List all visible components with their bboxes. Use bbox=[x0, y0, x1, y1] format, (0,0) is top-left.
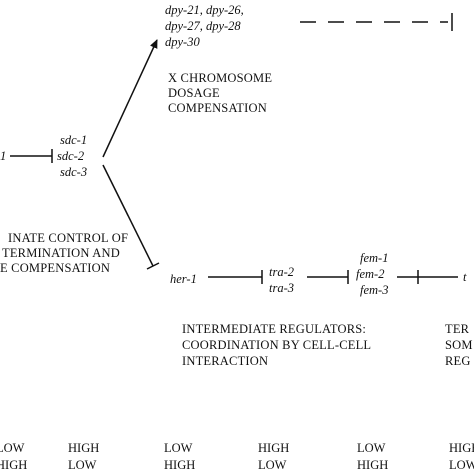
level-row2-col6: LOW bbox=[449, 458, 474, 472]
inhibition-line-to-her-1 bbox=[102, 164, 154, 267]
level-row2-col1: HIGH bbox=[0, 458, 27, 472]
gene-sdc-2: sdc-2 bbox=[57, 149, 84, 163]
caption-intermediate-line-3: INTERACTION bbox=[182, 354, 268, 368]
caption-terminal-line-3: REG bbox=[445, 354, 471, 368]
caption-coordinate-line-1: INATE CONTROL OF bbox=[8, 231, 128, 245]
gene-sdc-3: sdc-3 bbox=[60, 165, 87, 179]
gene-her-1: her-1 bbox=[170, 272, 197, 286]
level-row2-col2: LOW bbox=[68, 458, 97, 472]
gene-fem-2: fem-2 bbox=[356, 267, 384, 281]
level-row2-col5: HIGH bbox=[357, 458, 388, 472]
inhibition-bar-to-her-1 bbox=[146, 262, 160, 270]
level-row1-col2: HIGH bbox=[68, 441, 99, 455]
caption-dosage-line-3: COMPENSATION bbox=[168, 101, 267, 115]
gene-fem-1: fem-1 bbox=[360, 251, 388, 265]
gene-fem-3: fem-3 bbox=[360, 283, 388, 297]
level-row1-col4: HIGH bbox=[258, 441, 289, 455]
level-row1-col3: LOW bbox=[164, 441, 193, 455]
caption-coordinate-line-2: TERMINATION AND bbox=[2, 246, 120, 260]
caption-terminal-line-1: TER bbox=[445, 322, 470, 336]
level-row1-col5: LOW bbox=[357, 441, 386, 455]
level-row1-col1: LOW bbox=[0, 441, 25, 455]
gene-dpy-30: dpy-30 bbox=[165, 35, 200, 49]
upstream-gene-label: 1 bbox=[0, 149, 6, 163]
caption-dosage-line-1: X CHROMOSOME bbox=[168, 71, 272, 85]
level-row2-col3: HIGH bbox=[164, 458, 195, 472]
caption-dosage-line-2: DOSAGE bbox=[168, 86, 220, 100]
activation-arrow-to-dpy bbox=[102, 39, 158, 158]
caption-intermediate-line-1: INTERMEDIATE REGULATORS: bbox=[182, 322, 366, 336]
gene-dpy-21-26: dpy-21, dpy-26, bbox=[165, 3, 244, 17]
gene-dpy-27-28: dpy-27, dpy-28 bbox=[165, 19, 241, 33]
caption-coordinate-line-3: E COMPENSATION bbox=[0, 261, 110, 275]
caption-terminal-line-2: SOM bbox=[445, 338, 473, 352]
caption-intermediate-line-2: COORDINATION BY CELL-CELL bbox=[182, 338, 371, 352]
level-row2-col4: LOW bbox=[258, 458, 287, 472]
gene-sdc-1: sdc-1 bbox=[60, 133, 87, 147]
gene-tra-3: tra-3 bbox=[269, 281, 294, 295]
gene-tra-2: tra-2 bbox=[269, 265, 294, 279]
level-row1-col6: HIGH bbox=[449, 441, 474, 455]
gene-terminal-partial: t bbox=[463, 270, 467, 284]
